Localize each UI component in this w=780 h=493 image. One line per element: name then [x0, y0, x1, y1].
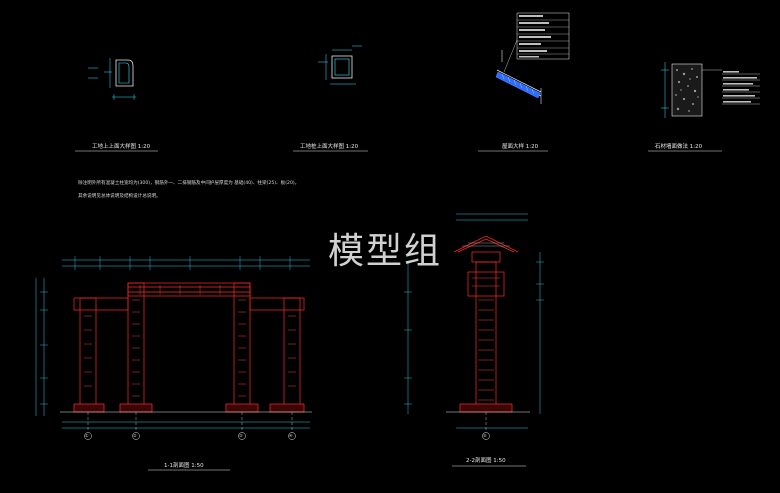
- detail-4-drawing: [661, 62, 760, 118]
- section-2-structure: [453, 235, 519, 413]
- section-1-title: 1-1剖面图 1:50: [164, 463, 204, 469]
- section-2-axis-bubble: [482, 432, 490, 440]
- section-1-dimensions: [35, 256, 310, 429]
- detail-4-title: 石材墙面做法 1:20: [655, 144, 703, 150]
- detail-2-title: 工地桩上面大样图 1:20: [300, 144, 359, 150]
- detail-1-drawing: [88, 58, 136, 100]
- general-note-2: 其余说明见总体说明及结构设计总说明。: [78, 194, 161, 199]
- detail-3-drawing: [495, 12, 570, 104]
- section-2-dimensions: [404, 213, 544, 429]
- detail-3-title: 屋面大样 1:20: [502, 144, 539, 150]
- detail-2-drawing: [318, 45, 362, 85]
- section-1-rebar-hatch: [84, 285, 296, 397]
- section-2-axis-label: ⑤: [483, 433, 487, 438]
- section-2-rebar-hatch: [472, 277, 500, 401]
- section-1-axis-label-4: ④: [289, 433, 293, 438]
- general-note-1: 除注明外所有混凝土柱宽均为(300)，钢筋外一、二排钢筋及中间护层厚度为 基础(…: [78, 181, 300, 186]
- section-2-title: 2-2剖面图 1:50: [466, 458, 506, 464]
- section-1-axis-label-3: ③: [239, 433, 243, 438]
- section-1-axis-label-1: ①: [85, 433, 89, 438]
- watermark-text: 模型组: [328, 231, 443, 272]
- section-1-axis-bubbles: [84, 432, 296, 440]
- detail-1-title: 工地上上面大样图 1:20: [92, 144, 151, 150]
- section-1-axis-label-2: ②: [133, 433, 137, 438]
- section-1-axis-lines: [87, 412, 293, 432]
- section-2-cap-hatch: [462, 242, 510, 247]
